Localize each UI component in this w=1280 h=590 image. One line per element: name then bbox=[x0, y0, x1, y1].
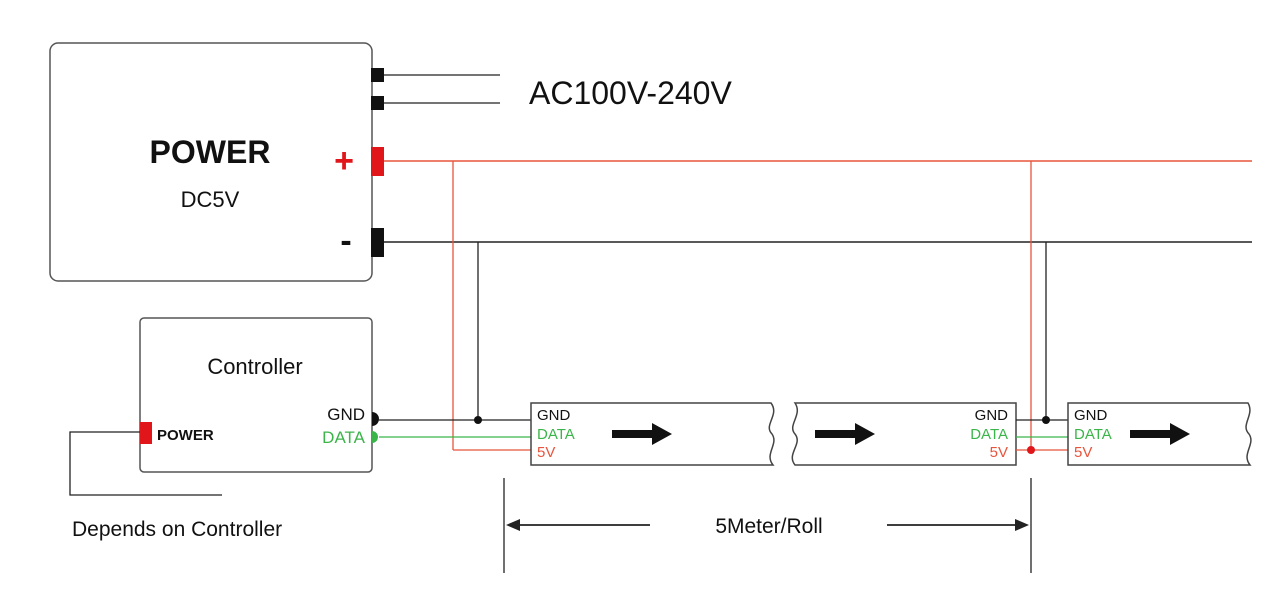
dimension-label: 5Meter/Roll bbox=[715, 515, 822, 538]
plus-symbol: + bbox=[334, 142, 354, 180]
positive-terminal bbox=[371, 147, 384, 176]
junction-gnd-1 bbox=[474, 416, 482, 424]
ac-input-label: AC100V-240V bbox=[529, 75, 732, 111]
dimension-arrow-right bbox=[1015, 519, 1029, 531]
strip1-data-label: DATA bbox=[537, 426, 575, 443]
ac-terminal-2 bbox=[371, 96, 384, 110]
junction-gnd-2 bbox=[1042, 416, 1050, 424]
controller-gnd-label: GND bbox=[327, 405, 365, 424]
strip3-5v-label: 5V bbox=[1074, 444, 1092, 461]
negative-terminal bbox=[371, 228, 384, 257]
controller-gnd-port bbox=[372, 412, 379, 426]
junction-5v-2 bbox=[1027, 446, 1035, 454]
controller-title: Controller bbox=[207, 354, 302, 379]
dimension-arrow-left bbox=[506, 519, 520, 531]
strip3-data-label: DATA bbox=[1074, 426, 1112, 443]
strip2-gnd-label: GND bbox=[975, 407, 1009, 424]
strip1-5v-label: 5V bbox=[537, 444, 555, 461]
minus-symbol: - bbox=[340, 222, 351, 260]
controller-power-label: POWER bbox=[157, 427, 214, 444]
controller-data-port bbox=[372, 431, 378, 443]
data-direction-arrow-3 bbox=[1130, 423, 1190, 445]
controller-note: Depends on Controller bbox=[72, 518, 282, 541]
strip3-gnd-label: GND bbox=[1074, 407, 1108, 424]
ac-terminal-1 bbox=[371, 68, 384, 82]
strip2-data-label: DATA bbox=[970, 426, 1008, 443]
controller-power-lead bbox=[69, 431, 222, 496]
controller-data-label: DATA bbox=[322, 428, 365, 447]
power-voltage: DC5V bbox=[181, 187, 240, 212]
data-direction-arrow-1 bbox=[612, 423, 672, 445]
power-title: POWER bbox=[150, 134, 271, 170]
controller-power-terminal bbox=[140, 422, 152, 444]
strip2-5v-label: 5V bbox=[990, 444, 1008, 461]
controller-box bbox=[139, 317, 373, 473]
strip1-gnd-label: GND bbox=[537, 407, 571, 424]
led-strip-segment-2 bbox=[791, 402, 1017, 466]
data-direction-arrow-2 bbox=[815, 423, 875, 445]
